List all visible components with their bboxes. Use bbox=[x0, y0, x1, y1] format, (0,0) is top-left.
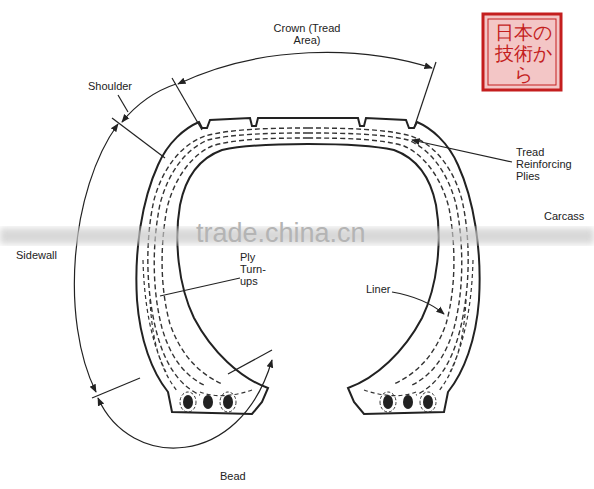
part-label: Ply Turn-ups bbox=[240, 251, 280, 287]
part-label: Crown (Tread Area) bbox=[272, 22, 342, 46]
part-label: Tread Reinforcing Plies bbox=[516, 146, 576, 182]
part-label: Liner bbox=[366, 283, 406, 295]
part-label: Sidewall bbox=[16, 249, 76, 261]
part-label: Shoulder bbox=[88, 80, 148, 92]
stamp-text: 日本の技術から bbox=[492, 22, 554, 85]
part-label: Carcass bbox=[544, 210, 594, 222]
watermark: trade.china.cn bbox=[196, 218, 416, 248]
part-label: Bead bbox=[220, 470, 260, 482]
